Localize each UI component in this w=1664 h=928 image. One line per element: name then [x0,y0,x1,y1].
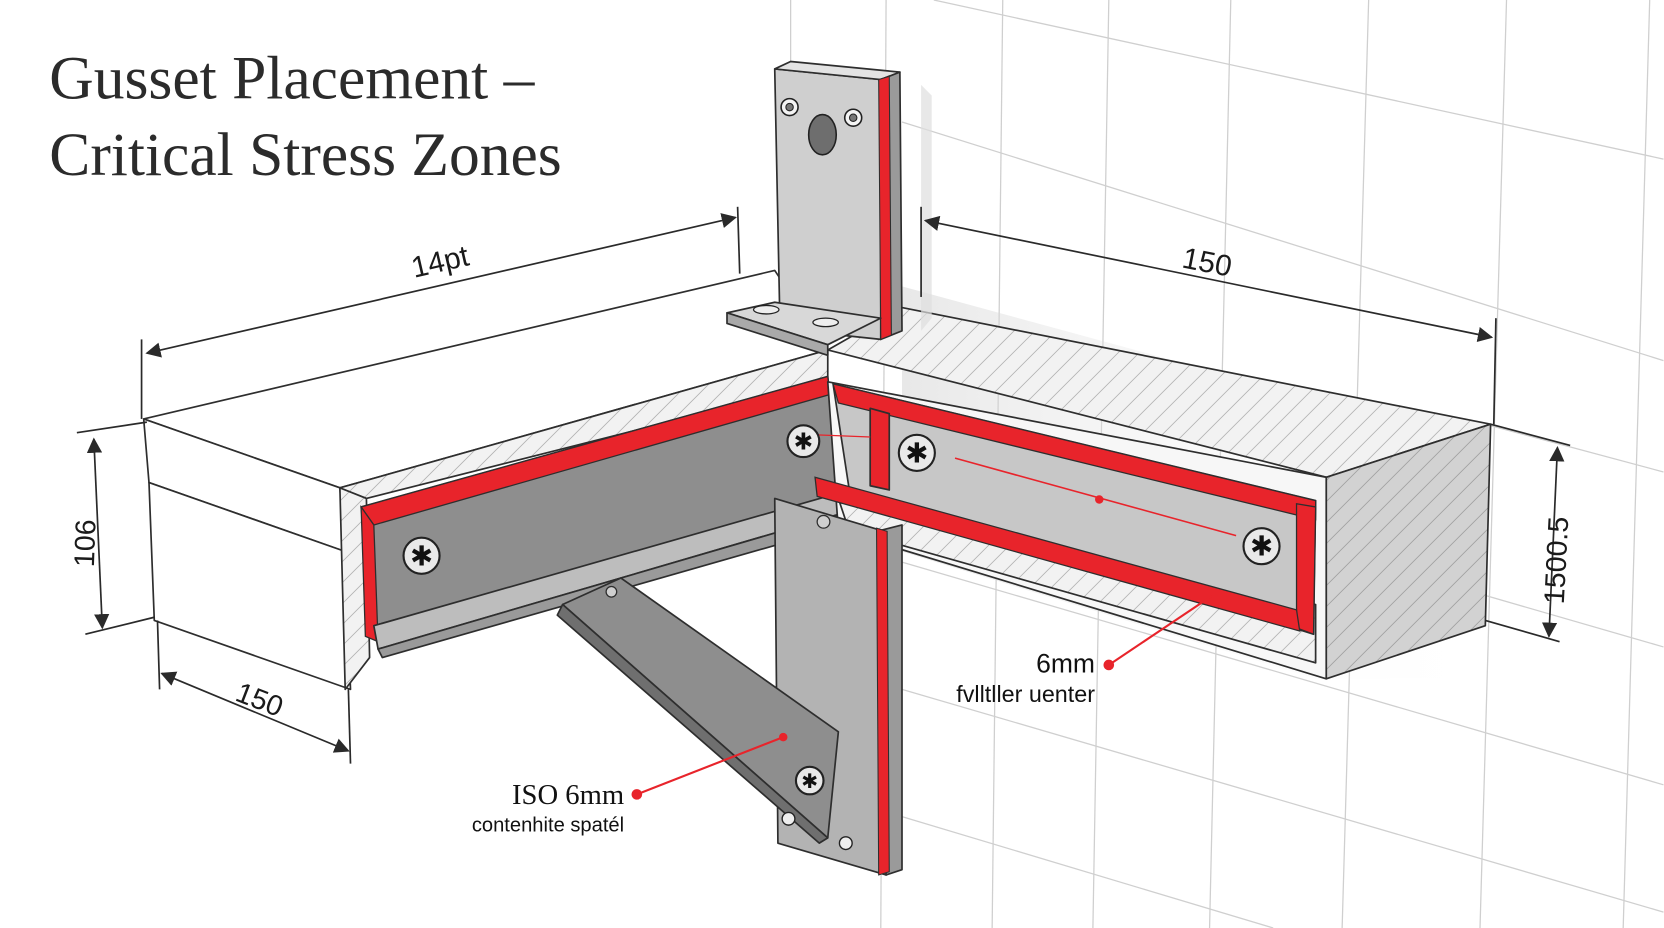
screw-icon: ✱ [794,765,825,796]
screw-icon: ✱ [1242,527,1281,566]
dimension-left-vertical: 106 [69,519,103,568]
callout-bottom-label: ISO 6mm [512,779,624,811]
callout-right-sublabel: fvlltller uenter [956,681,1095,707]
svg-text:✱: ✱ [794,428,814,456]
title-line-1: Gusset Placement – [49,45,535,113]
dimension-lines [76,206,1571,764]
dimension-top-right: 150 [1180,242,1235,284]
callout-leaders [631,595,1213,800]
svg-text:✱: ✱ [905,436,928,469]
screw-icon: ✱ [897,433,936,472]
title-line-2: Critical Stress Zones [49,121,561,189]
callout-right-label: 6mm [1036,648,1095,678]
upright-bracket [726,60,932,357]
anchor-hole-icon [807,113,838,156]
diagonal-brace [556,514,840,845]
screw-icon: ✱ [786,424,821,459]
dimension-right-vertical: 1500.5 [1539,516,1576,605]
screw-icon: ✱ [402,536,441,575]
bolt-hole-icon [781,811,853,851]
bolt-hole-icon [780,97,799,117]
bolt-hole-icon [843,108,863,128]
svg-text:✱: ✱ [410,539,433,572]
right-channel [814,383,1317,636]
svg-text:✱: ✱ [1250,530,1273,563]
base-screw-icon [812,317,839,328]
svg-text:✱: ✱ [801,769,818,793]
left-channel [360,375,840,659]
dimension-top-left: 14pt [408,239,472,284]
base-screw-icon [752,304,780,315]
callout-bottom-sublabel: contenhite spatél [472,814,624,836]
dimension-bottom-left: 150 [231,677,287,724]
